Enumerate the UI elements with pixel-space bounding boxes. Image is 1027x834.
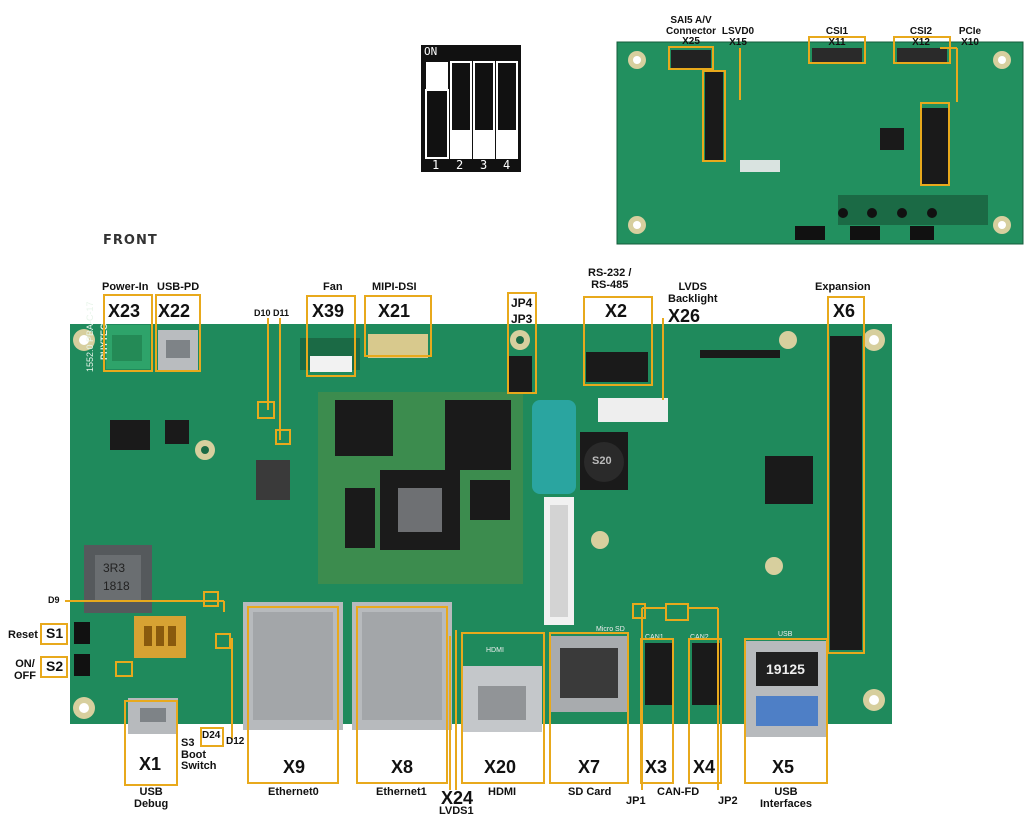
x2-box [583, 296, 653, 386]
x20-box [461, 632, 545, 784]
label-mipi-dsi: MIPI-DSI [372, 281, 417, 293]
inductor-mark: 3R3 [103, 561, 126, 575]
label-can-fd: CAN-FD [657, 786, 700, 798]
jp4-jp3-box [507, 292, 537, 394]
connector-x2: X2 [605, 301, 628, 321]
can2-silk: CAN2 [690, 634, 709, 641]
label-x25: SAI5 A/V Connector X25 [666, 15, 716, 47]
x3-box [640, 638, 674, 784]
x25-box [668, 46, 714, 70]
x1-box [124, 700, 178, 786]
label-d9: D9 [48, 595, 60, 605]
label-jp1: JP1 [626, 795, 646, 807]
label-lvds-backlight: LVDS Backlight [668, 281, 718, 305]
board-id: 1552.0 PBA-C-17 [85, 301, 95, 372]
d24-box [200, 727, 224, 747]
label-reset: Reset [8, 629, 38, 641]
x22-box [155, 294, 201, 372]
x7-box [549, 632, 629, 784]
label-jp2: JP2 [718, 795, 738, 807]
inductor-s20: S20 [592, 455, 612, 467]
connector-x7: X7 [578, 757, 601, 777]
x6-box [827, 296, 865, 654]
dip-switch-graphic [421, 45, 521, 172]
connector-x4: X4 [693, 757, 716, 777]
x10-box [920, 102, 950, 186]
connector-jp3: JP3 [511, 312, 533, 326]
label-ethernet0: Ethernet0 [268, 786, 319, 798]
label-usb-interfaces: USB Interfaces [760, 786, 812, 810]
label-d24: D24 [202, 730, 221, 741]
component-highlights [115, 401, 689, 677]
x23-box [103, 294, 153, 372]
s2-box [40, 656, 68, 678]
x4-box [688, 638, 722, 784]
label-x15: LSVD0 X15 [721, 26, 755, 48]
label-hdmi: HDMI [488, 786, 517, 798]
dip-number-3: 3 [480, 158, 488, 172]
x8-box [356, 606, 448, 784]
micro-sd-silk: Micro SD [596, 626, 625, 633]
connector-x1: X1 [139, 754, 162, 774]
connector-x24: X24 [441, 788, 474, 808]
label-usb-pd: USB-PD [157, 281, 200, 293]
x5-box [744, 638, 828, 784]
hdmi-silk: HDMI [486, 647, 504, 654]
x11-box [808, 36, 866, 64]
connector-x8: X8 [391, 757, 414, 777]
label-expansion: Expansion [815, 281, 871, 293]
connector-x22: X22 [158, 301, 191, 321]
connector-x9: X9 [283, 757, 306, 777]
x39-box [306, 295, 356, 377]
dip-number-2: 2 [456, 158, 464, 172]
label-x10: PCIe X10 [958, 26, 982, 48]
dip-number-4: 4 [503, 158, 511, 172]
label-on-off: ON/ OFF [14, 658, 36, 682]
label-fan: Fan [323, 281, 343, 293]
connector-x6: X6 [833, 301, 856, 321]
x15-box [702, 70, 726, 162]
x12-box [893, 36, 951, 64]
connector-s2: S2 [46, 658, 64, 674]
label-ethernet1: Ethernet1 [376, 786, 427, 798]
usb-silk: USB [778, 631, 793, 638]
label-s3-boot-switch: S3 Boot Switch [181, 737, 217, 773]
main-board [70, 324, 892, 737]
label-power-in: Power-In [102, 281, 149, 293]
connector-x20: X20 [484, 757, 517, 777]
connector-jp4: JP4 [511, 296, 533, 310]
label-usb-debug: USB Debug [134, 786, 169, 810]
label-lvds1: LVDS1 [439, 805, 474, 817]
connector-x26: X26 [668, 306, 701, 326]
label-d10-d11: D10 D11 [254, 308, 290, 318]
can1-silk: CAN1 [645, 634, 664, 641]
connector-s1: S1 [46, 625, 64, 641]
connector-x39: X39 [312, 301, 345, 321]
connector-x3: X3 [645, 757, 668, 777]
x21-box [364, 295, 432, 357]
label-x12: CSI2 X12 [909, 26, 933, 48]
x9-box [247, 606, 339, 784]
dip-number-1: 1 [432, 158, 440, 172]
label-d12: D12 [226, 736, 245, 747]
back-board [616, 41, 1024, 245]
front-label: FRONT [103, 233, 158, 248]
dip-on-label: ON [424, 45, 438, 58]
s1-box [40, 623, 68, 645]
label-rs: RS-232 / RS-485 [588, 267, 632, 291]
connector-x21: X21 [378, 301, 411, 321]
connector-x23: X23 [108, 301, 141, 321]
connector-x5: X5 [772, 757, 795, 777]
usb-stack-mark: 19125 [766, 661, 805, 677]
label-x11: CSI1 X11 [825, 26, 849, 48]
label-sd-card: SD Card [568, 786, 612, 798]
inductor-mark-2: 1818 [103, 579, 130, 593]
